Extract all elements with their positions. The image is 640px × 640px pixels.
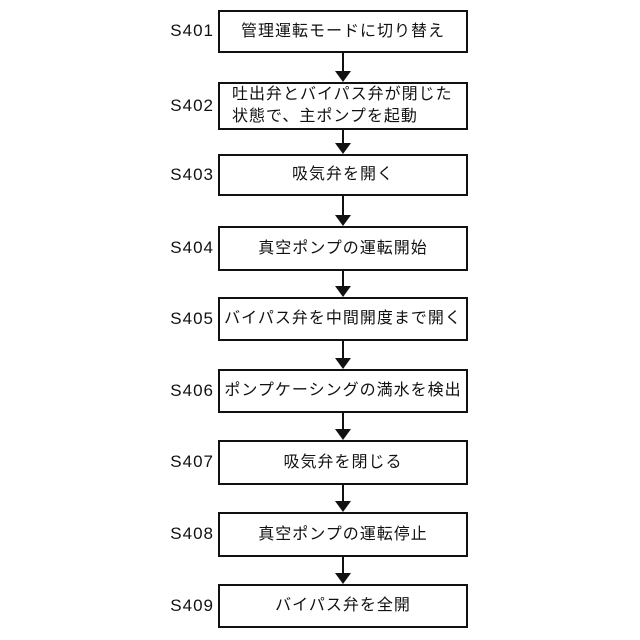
flow-arrow: [335, 341, 351, 369]
arrow-stem: [342, 557, 344, 573]
step-text: バイパス弁を全開: [275, 597, 411, 614]
step-label-s405: S405: [170, 309, 214, 328]
step-text: 管理運転モードに切り替え: [240, 22, 445, 40]
arrow-down-icon: [335, 501, 351, 512]
step-label-s404: S404: [170, 238, 214, 257]
step-label-s408: S408: [170, 524, 214, 543]
step-box-s409: バイパス弁を全開: [218, 584, 468, 628]
flow-arrow: [335, 196, 351, 226]
step-box-s404: 真空ポンプの運転開始: [218, 226, 468, 271]
arrow-down-icon: [335, 358, 351, 369]
step-text: バイパス弁を中間開度まで開く: [224, 310, 462, 327]
arrow-stem: [342, 53, 344, 71]
step-label-s406: S406: [170, 381, 214, 400]
arrow-stem: [342, 196, 344, 215]
step-label-s409: S409: [170, 596, 214, 615]
arrow-down-icon: [335, 429, 351, 440]
step-box-s408: 真空ポンプの運転停止: [218, 512, 468, 557]
flow-arrow: [335, 485, 351, 512]
step-text: 真空ポンプの運転停止: [258, 525, 428, 543]
step-text: 吸気弁を閉じる: [283, 453, 403, 471]
flow-arrow: [335, 53, 351, 82]
arrow-down-icon: [335, 286, 351, 297]
flow-arrow: [335, 557, 351, 584]
step-box-s406: ポンプケーシングの満水を検出: [218, 369, 468, 413]
arrow-stem: [342, 485, 344, 501]
arrow-stem: [342, 341, 344, 358]
step-label-s403: S403: [170, 165, 214, 184]
step-text: ポンプケーシングの満水を検出: [224, 382, 462, 399]
flow-arrow: [335, 413, 351, 440]
step-text: 吐出弁とバイパス弁が閉じた: [232, 86, 453, 103]
step-box-s403: 吸気弁を開く: [218, 154, 468, 196]
step-text: 状態で、主ポンプを起動: [232, 108, 418, 125]
step-label-s401: S401: [170, 21, 214, 40]
step-box-s402: 吐出弁とバイパス弁が閉じた 状態で、主ポンプを起動: [218, 82, 468, 130]
step-box-s405: バイパス弁を中間開度まで開く: [218, 297, 468, 341]
arrow-down-icon: [335, 573, 351, 584]
step-box-s401: 管理運転モードに切り替え: [218, 10, 468, 53]
arrow-down-icon: [335, 143, 351, 154]
arrow-down-icon: [335, 71, 351, 82]
arrow-down-icon: [335, 215, 351, 226]
arrow-stem: [342, 413, 344, 429]
step-box-s407: 吸気弁を閉じる: [218, 440, 468, 485]
arrow-stem: [342, 130, 344, 143]
step-text: 真空ポンプの運転開始: [258, 239, 428, 257]
step-label-s407: S407: [170, 452, 214, 471]
arrow-stem: [342, 271, 344, 286]
step-text: 吸気弁を開く: [291, 166, 394, 183]
flow-arrow: [335, 271, 351, 297]
flow-arrow: [335, 130, 351, 154]
step-label-s402: S402: [170, 96, 214, 115]
